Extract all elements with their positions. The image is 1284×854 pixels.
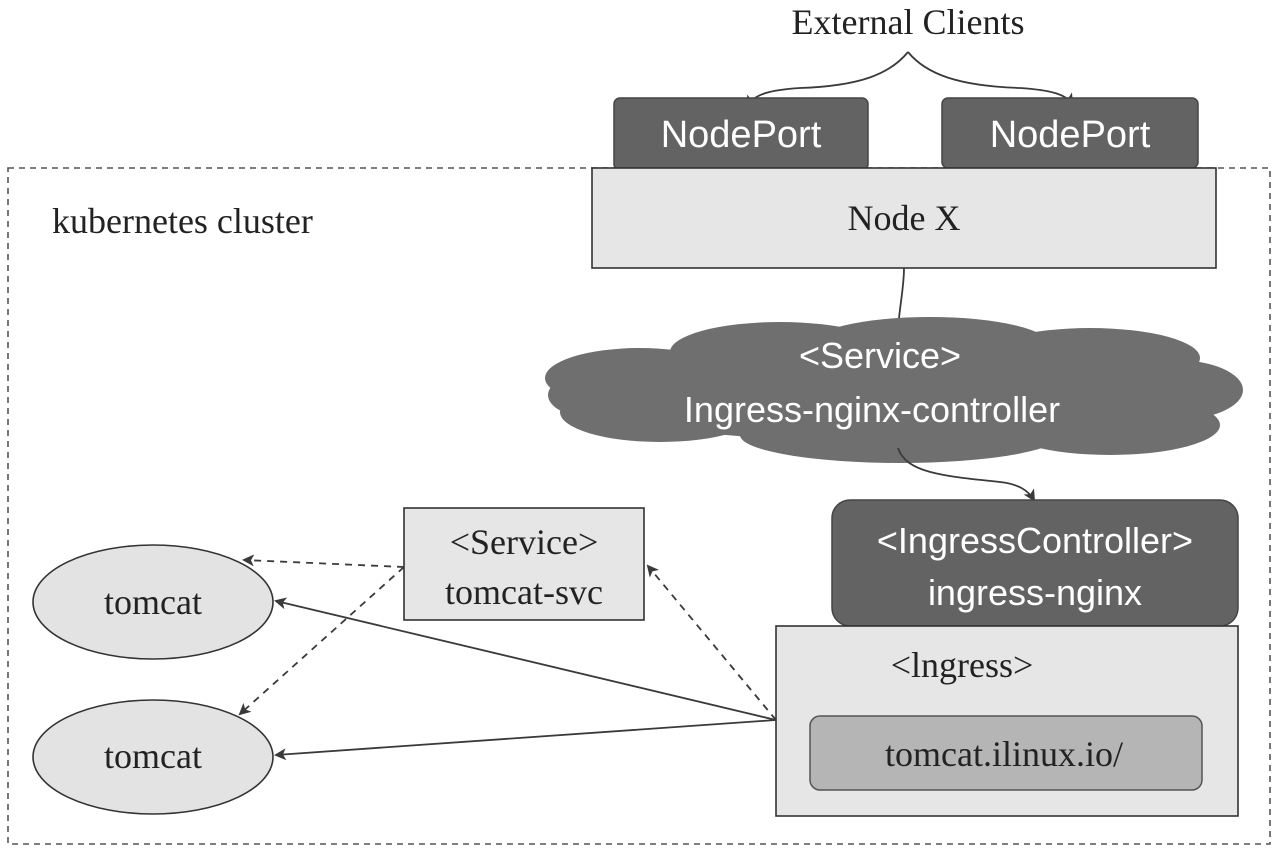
ingress-controller-line1: <IngressController> xyxy=(877,520,1193,561)
ingress-controller-line2: ingress-nginx xyxy=(928,572,1142,613)
arrow-ingress-to-pod-1 xyxy=(274,597,777,721)
ingress-service-line1: <Service> xyxy=(799,335,961,376)
ingress-service-cloud xyxy=(545,317,1243,463)
nodeport-label-1: NodePort xyxy=(661,114,822,156)
external-clients-label: External Clients xyxy=(792,2,1025,42)
tomcat-pod-1 xyxy=(32,544,274,660)
arrow-service-to-controller xyxy=(897,447,1036,502)
tomcat-service-line2: tomcat-svc xyxy=(445,572,603,612)
tomcat-service-box xyxy=(403,507,645,621)
node-x-label: Node X xyxy=(848,198,961,238)
ingress-rule-box xyxy=(809,715,1203,791)
cluster-label: kubernetes cluster xyxy=(52,201,313,241)
tomcat-pod-label-2: tomcat xyxy=(104,736,202,776)
tomcat-pod-2 xyxy=(32,699,274,815)
nodeport-label-2: NodePort xyxy=(990,114,1151,156)
arrow-ingress-to-svc xyxy=(646,564,777,721)
arrow-svc-to-pod-2 xyxy=(238,566,405,716)
node-x-box xyxy=(591,167,1217,269)
tomcat-service-line1: <Service> xyxy=(450,522,599,562)
ingress-service-line2: Ingress-nginx-controller xyxy=(684,389,1060,430)
external-clients-brace-left xyxy=(747,51,909,108)
external-clients-brace-right xyxy=(907,51,1074,106)
tomcat-pod-label-1: tomcat xyxy=(104,582,202,622)
arrow-svc-to-pod-1 xyxy=(242,554,405,568)
ingress-title: <lngress> xyxy=(891,645,1034,685)
ingress-rule-label: tomcat.ilinux.io/ xyxy=(885,734,1123,774)
arrow-ingress-to-pod-2 xyxy=(274,719,777,761)
